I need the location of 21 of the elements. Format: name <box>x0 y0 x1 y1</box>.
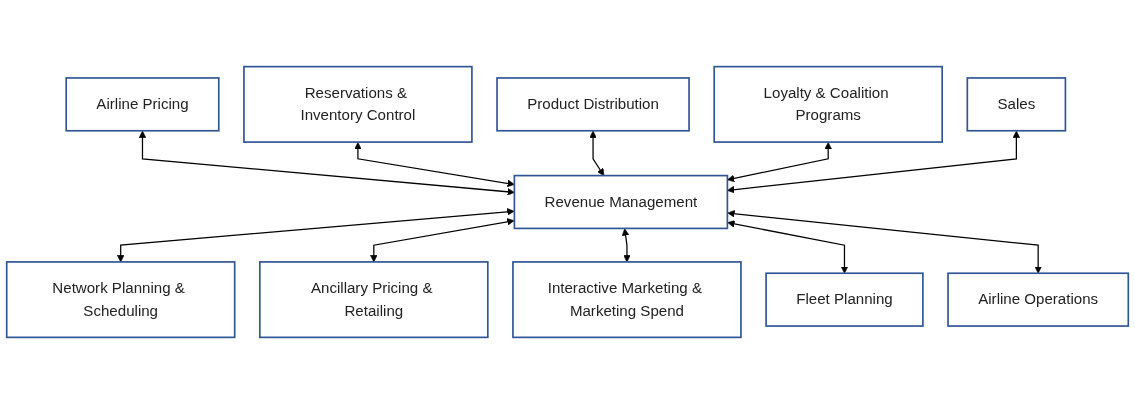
arrow <box>354 142 515 188</box>
arrow <box>370 218 515 263</box>
node-box: Loyalty & Coalition Programs <box>713 65 943 143</box>
arrow <box>589 130 605 176</box>
node-box: Interactive Marketing & Marketing Spend <box>512 261 742 339</box>
arrow <box>138 130 515 196</box>
arrow <box>117 208 515 263</box>
node-box: Reservations & Inventory Control <box>243 65 473 143</box>
node-box: Ancillary Pricing & Retailing <box>259 261 489 339</box>
node-box: Sales <box>966 77 1067 132</box>
arrow <box>727 220 849 274</box>
node-box: Airline Pricing <box>65 77 220 132</box>
node-box: Network Planning & Scheduling <box>5 261 236 339</box>
node-box: Product Distribution <box>496 77 690 132</box>
node-box: Revenue Management <box>513 174 729 230</box>
node-box: Airline Operations <box>947 272 1130 327</box>
node-box: Fleet Planning <box>765 272 924 327</box>
arrow <box>727 130 1021 194</box>
arrow <box>727 142 832 183</box>
arrow <box>621 228 631 263</box>
arrow <box>727 210 1042 274</box>
